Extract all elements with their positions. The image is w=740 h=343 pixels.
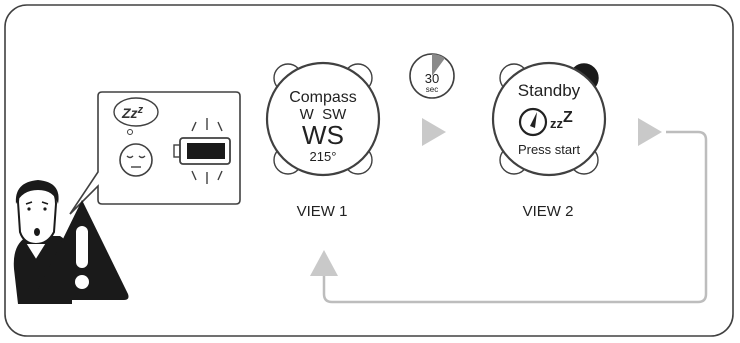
battery-blink-rays bbox=[191, 118, 223, 184]
view2-title: Standby bbox=[518, 81, 581, 100]
return-arrow bbox=[310, 250, 338, 276]
zzz-thought-bubble: Zzz bbox=[113, 97, 159, 135]
svg-text:zzZ: zzZ bbox=[550, 109, 573, 131]
view2-label: VIEW 2 bbox=[523, 203, 574, 220]
timer-icon: 30 sec bbox=[409, 53, 455, 99]
view1-degrees: 215° bbox=[310, 149, 337, 164]
sleepy-face-icon bbox=[119, 143, 153, 177]
diagram-canvas: Zzz bbox=[4, 4, 734, 337]
view1-label: VIEW 1 bbox=[297, 203, 348, 220]
compass-icon bbox=[518, 107, 548, 137]
watch-view-2: Standby zzZ Press start bbox=[491, 61, 607, 177]
view1-heading: WS bbox=[302, 120, 344, 150]
view2-zzz: zz bbox=[550, 116, 564, 131]
timer-value: 30 bbox=[425, 71, 439, 86]
view2-prompt: Press start bbox=[518, 142, 581, 157]
view2-zzz-big: Z bbox=[563, 109, 573, 126]
timer-unit: sec bbox=[426, 85, 438, 94]
svg-text:Zzz: Zzz bbox=[121, 104, 144, 121]
timer-elapsed-wedge bbox=[432, 54, 445, 76]
watch-view-1: Compass W SW WS 215° bbox=[265, 61, 381, 177]
zzz-text: Zz bbox=[121, 105, 138, 121]
view1-direction: W SW bbox=[300, 106, 347, 123]
next-arrow-1 bbox=[422, 118, 446, 146]
warning-person-illustration bbox=[13, 180, 129, 304]
view1-title: Compass bbox=[289, 89, 357, 106]
return-loop-line bbox=[322, 130, 708, 304]
sleep-info-panel: Zzz bbox=[69, 91, 241, 215]
next-arrow-2 bbox=[638, 118, 662, 146]
low-battery-icon bbox=[173, 118, 231, 184]
zzz-superscript: z bbox=[137, 104, 144, 116]
